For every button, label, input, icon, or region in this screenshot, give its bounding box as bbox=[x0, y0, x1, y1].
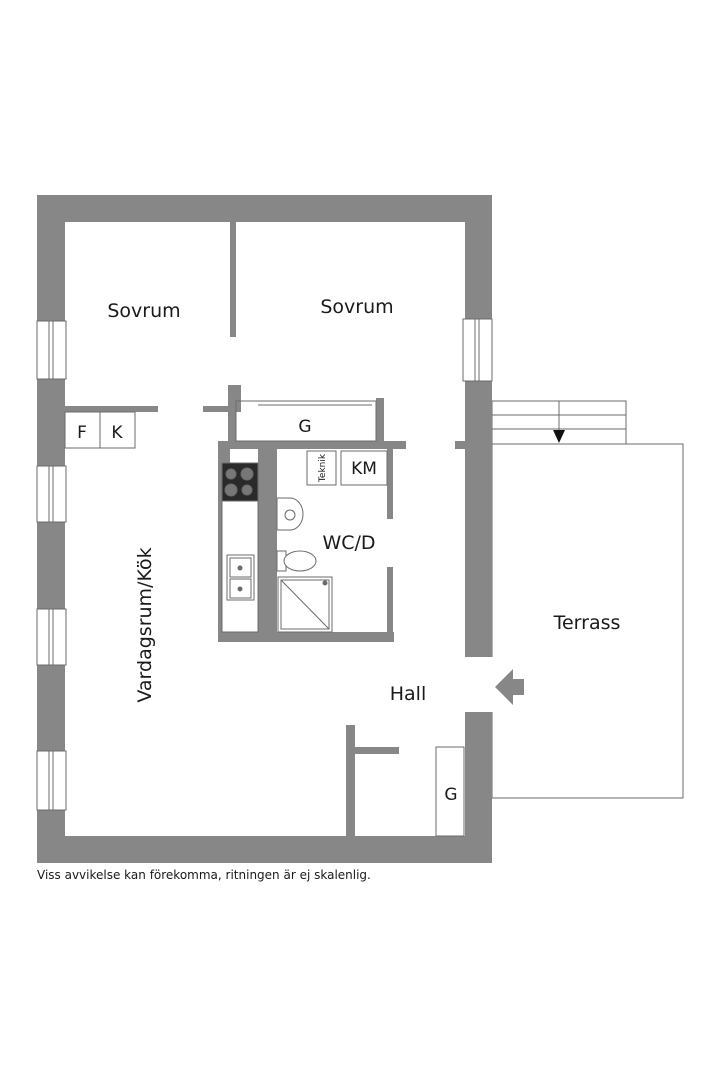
stair-down-arrow-icon bbox=[553, 430, 565, 443]
label-freezer: K bbox=[111, 423, 123, 443]
bathroom-fixtures bbox=[276, 497, 333, 633]
kitchen-counter bbox=[221, 462, 259, 633]
room-label-bedroom-right: Sovrum bbox=[320, 296, 393, 318]
disclaimer-text: Viss avvikelse kan förekomma, ritningen … bbox=[37, 868, 371, 882]
room-label-bedroom-left: Sovrum bbox=[107, 300, 180, 322]
label-utility: Teknik bbox=[318, 453, 328, 483]
room-label-bathroom: WC/D bbox=[322, 532, 375, 554]
room-label-living-kitchen: Vardagsrum/Kök bbox=[134, 547, 156, 702]
room-label-terrace: Terrass bbox=[553, 612, 621, 634]
fridge-freezer bbox=[64, 411, 136, 449]
wardrobe-sliding-doors bbox=[235, 400, 377, 442]
label-fridge: F bbox=[77, 423, 87, 443]
entrance-opening bbox=[464, 657, 493, 712]
label-washer: KM bbox=[351, 459, 377, 479]
room-label-wardrobe: G bbox=[298, 417, 311, 437]
windows bbox=[36, 318, 493, 811]
hall-wardrobe bbox=[435, 746, 465, 837]
entrance-arrow-icon bbox=[495, 669, 524, 705]
utility-washer bbox=[306, 450, 388, 486]
room-label-hall: Hall bbox=[390, 683, 427, 705]
terrace bbox=[491, 443, 684, 799]
room-label-hall-wardrobe: G bbox=[444, 785, 457, 805]
